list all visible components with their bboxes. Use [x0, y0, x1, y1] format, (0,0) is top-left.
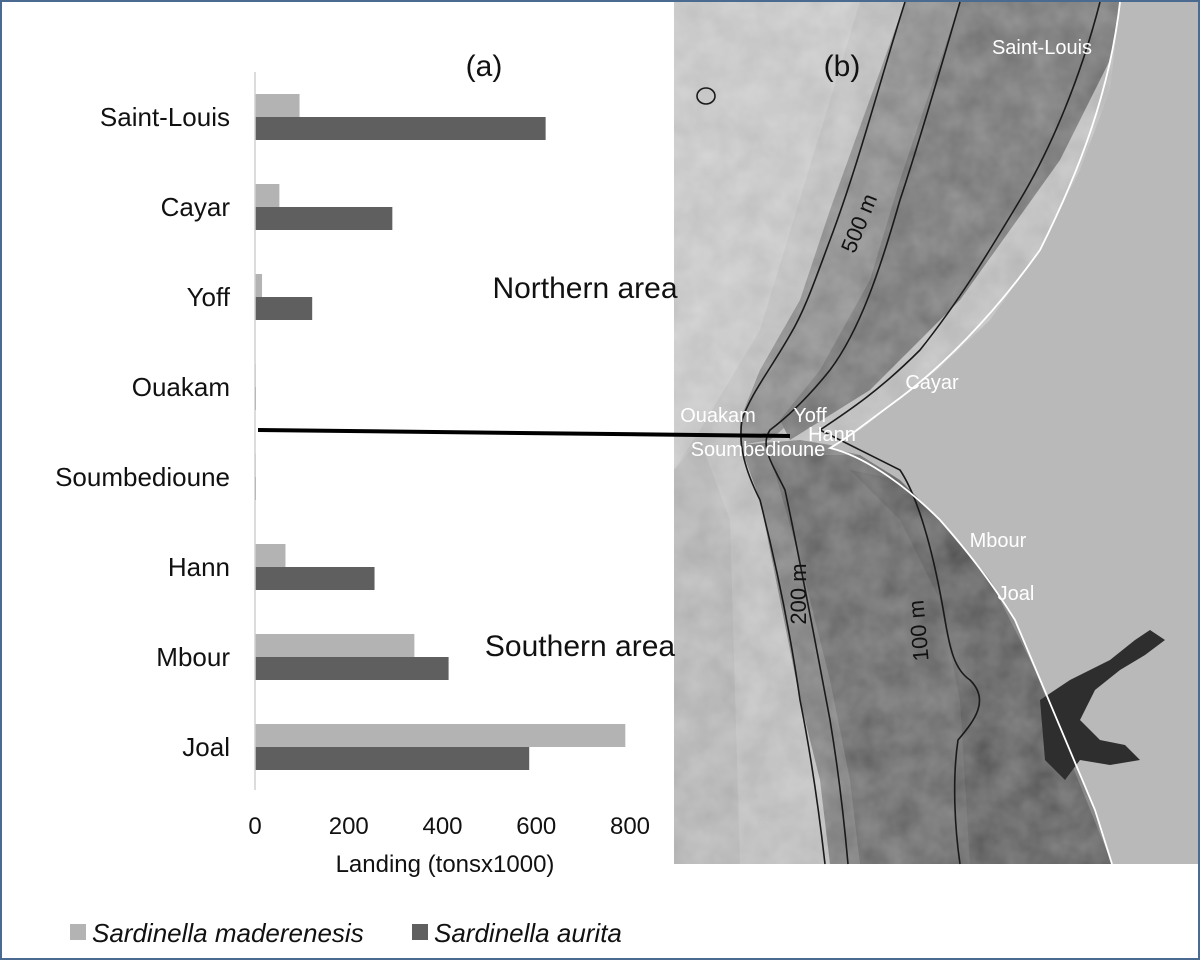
category-label-cayar: Cayar: [161, 192, 231, 222]
category-label-joal: Joal: [182, 732, 230, 762]
category-label-soumbedioune: Soumbedioune: [55, 462, 230, 492]
panel-a-label: (a): [466, 50, 503, 83]
category-label-yoff: Yoff: [187, 282, 231, 312]
x-tick-label-0: 0: [248, 813, 261, 840]
bar-saint-louis-maderenesis: [255, 94, 300, 117]
category-label-hann: Hann: [168, 552, 230, 582]
map-label-hann: Hann: [808, 424, 856, 446]
bar-chart: Saint-LouisCayarYoffOuakamSoumbediouneHa…: [55, 72, 678, 878]
legend-label-aurita: Sardinella aurita: [434, 918, 622, 948]
bar-mbour-aurita: [255, 657, 449, 680]
bar-hann-maderenesis: [255, 544, 286, 567]
bar-cayar-maderenesis: [255, 184, 280, 207]
map-label-cayar: Cayar: [905, 372, 959, 394]
bar-hann-aurita: [255, 567, 375, 590]
bar-joal-aurita: [255, 747, 530, 770]
legend-label-maderenesis: Sardinella maderenesis: [92, 918, 364, 948]
land-mass: [830, 2, 1198, 864]
x-tick-label-600: 600: [516, 813, 556, 840]
isobath-100-line: [818, 1, 1101, 865]
isobath-500-line: [740, 1, 906, 865]
coastline: [827, 1, 1121, 865]
annotation-northern-area: Northern area: [492, 272, 677, 305]
map-label-ouakam: Ouakam: [680, 405, 756, 427]
x-axis-label: Landing (tonsx1000): [336, 851, 555, 878]
bar-saint-louis-aurita: [255, 117, 546, 140]
bar-mbour-maderenesis: [255, 634, 415, 657]
category-labels: Saint-LouisCayarYoffOuakamSoumbediouneHa…: [55, 102, 231, 762]
bar-cayar-aurita: [255, 207, 393, 230]
bar-yoff-aurita: [255, 297, 313, 320]
legend-swatch-maderenesis: [70, 924, 86, 940]
category-label-ouakam: Ouakam: [132, 372, 230, 402]
panel-b-label: (b): [824, 50, 861, 83]
x-tick-label-200: 200: [329, 813, 369, 840]
map-panel: 500 m 200 m 100 m Saint-Louis Cayar Ouak…: [674, 1, 1198, 865]
bar-yoff-maderenesis: [255, 274, 263, 297]
legend: Sardinella maderenesis Sardinella aurita: [70, 918, 622, 948]
bar-joal-maderenesis: [255, 724, 626, 747]
map-label-mbour: Mbour: [970, 530, 1027, 552]
isobath-200-line: [765, 1, 961, 865]
seamount-contour: [696, 87, 716, 105]
category-label-mbour: Mbour: [156, 642, 230, 672]
map-label-joal: Joal: [998, 583, 1035, 605]
bars-group: [255, 94, 626, 770]
isobath-label-200: 200 m: [786, 563, 811, 624]
x-tick-label-400: 400: [422, 813, 462, 840]
annotation-southern-area: Southern area: [485, 630, 675, 663]
map-label-saint-louis: Saint-Louis: [992, 37, 1092, 59]
tick-labels: 0 200 400 600 800: [248, 813, 650, 840]
area-divider-line: [257, 428, 791, 438]
x-tick-label-800: 800: [610, 813, 650, 840]
map-background: [674, 2, 1198, 864]
legend-swatch-aurita: [412, 924, 428, 940]
map-label-soumbedioune: Soumbedioune: [691, 439, 826, 461]
isobath-label-100: 100 m: [903, 599, 933, 662]
category-label-saint-louis: Saint-Louis: [100, 102, 230, 132]
estuary: [1040, 630, 1165, 780]
map-label-yoff: Yoff: [793, 405, 827, 427]
